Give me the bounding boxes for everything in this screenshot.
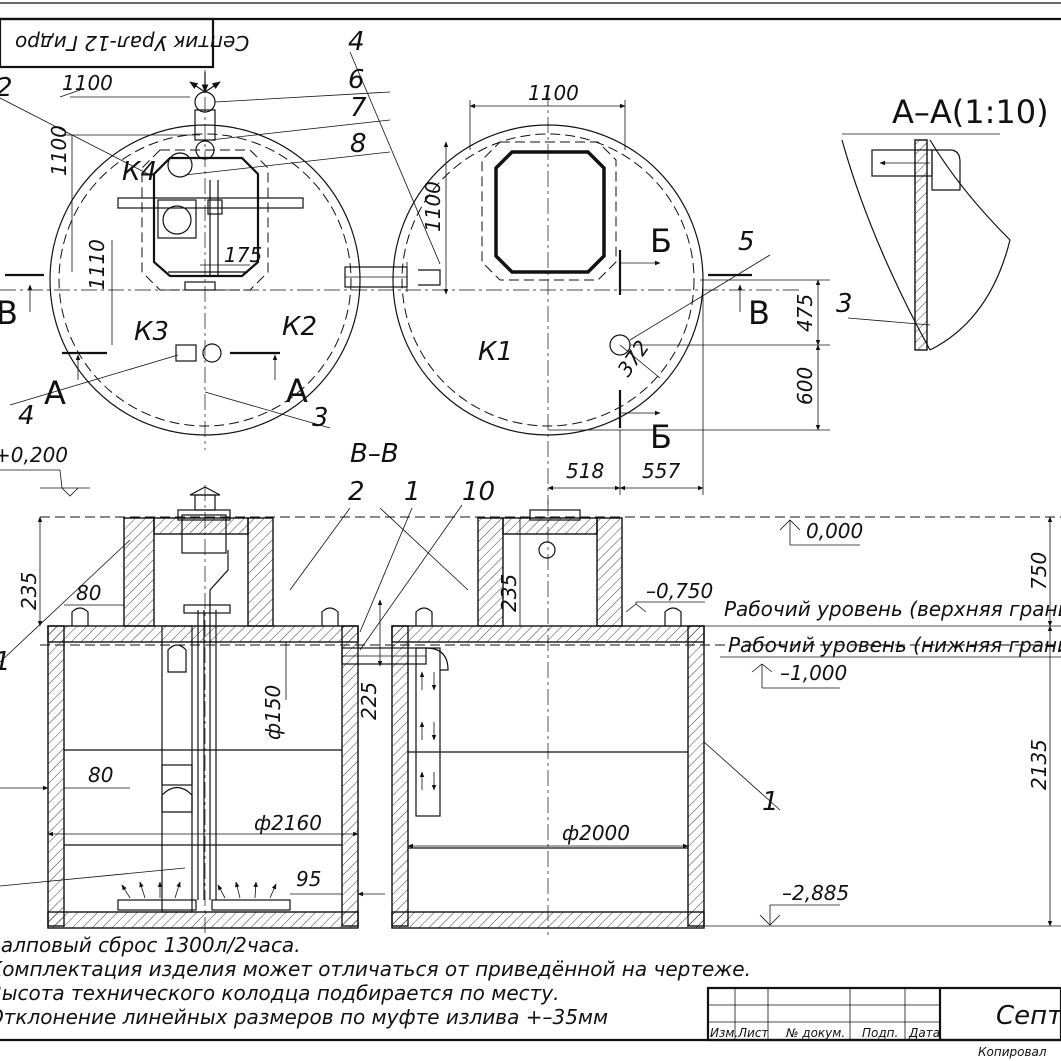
dim-225: 225 bbox=[357, 682, 381, 720]
callout-3-aa: 3 bbox=[836, 289, 853, 319]
level-work-top: Рабочий уровень (верхняя граница) bbox=[724, 597, 1061, 621]
callout-2-plan: 2 bbox=[0, 73, 13, 103]
note-2: Комплектация изделия может отличаться от… bbox=[0, 957, 751, 981]
level-minus1000: –1,000 bbox=[780, 661, 847, 685]
tb-list: Лист bbox=[737, 1026, 769, 1040]
callout-1-section-top: 1 bbox=[404, 477, 421, 507]
cut-letter-a-left: А bbox=[44, 374, 66, 412]
level-minus750: –0,750 bbox=[646, 579, 713, 603]
cut-letter-a-right: А bbox=[286, 372, 308, 410]
dim-1100-left-w: 1100 bbox=[62, 71, 113, 95]
cut-letter-v-right: В bbox=[748, 294, 770, 332]
dim-235-left: 235 bbox=[17, 572, 41, 610]
callout-1-right: 1 bbox=[762, 787, 779, 817]
section-aa-detail: А–А(1:10) 3 bbox=[836, 93, 1049, 351]
callout-8: 8 bbox=[350, 129, 367, 159]
level-plus200: +0,200 bbox=[0, 443, 68, 467]
tb-data: Дата bbox=[908, 1026, 940, 1040]
dim-600: 600 bbox=[793, 367, 817, 405]
dim-80-mid: 80 bbox=[88, 763, 113, 787]
callout-4-bottom: 4 bbox=[18, 401, 35, 431]
cut-letter-b-top: Б bbox=[650, 222, 672, 260]
callout-7: 7 bbox=[350, 93, 367, 123]
dim-2135: 2135 bbox=[1027, 739, 1051, 790]
dim-1110: 1110 bbox=[85, 239, 109, 290]
stamp-text: Септик Урал-12 Гидро bbox=[15, 31, 249, 55]
level-minus2885: –2,885 bbox=[782, 881, 849, 905]
dim-475: 475 bbox=[793, 294, 817, 332]
note-4: Отклонение линейных размеров по муфте из… bbox=[0, 1005, 608, 1029]
callout-4-top: 4 bbox=[348, 27, 365, 57]
dim-372: 372 bbox=[612, 336, 654, 381]
callout-2-section: 2 bbox=[348, 477, 365, 507]
cut-letter-v-left: В bbox=[0, 294, 18, 332]
plan-view: К4 К3 К2 К1 В В А А Б Б 1100 1100 1110 1… bbox=[0, 27, 830, 505]
dim-2160: ф2160 bbox=[254, 811, 322, 835]
section-aa-title: А–А(1:10) bbox=[892, 93, 1049, 131]
note-3: Высота технического колодца подбирается … bbox=[0, 981, 559, 1005]
cut-letter-b-bottom: Б bbox=[650, 418, 672, 456]
dim-1100-right-h: 1100 bbox=[421, 181, 445, 232]
tb-name: Септ bbox=[996, 1001, 1061, 1031]
dim-750: 750 bbox=[1027, 552, 1051, 590]
level-zero: 0,000 bbox=[806, 519, 863, 543]
callout-3-plan: 3 bbox=[312, 403, 329, 433]
dim-80-top: 80 bbox=[76, 581, 101, 605]
title-block: Изм. Лист № докум. Подп. Дата Септ Копир… bbox=[706, 986, 1061, 1059]
chamber-k2: К2 bbox=[282, 312, 317, 342]
note-1: Залповый сброс 1300л/2часа. bbox=[0, 933, 301, 957]
section-bb: В–В bbox=[0, 439, 1061, 935]
dim-518: 518 bbox=[566, 459, 604, 483]
callout-5: 5 bbox=[738, 227, 755, 257]
stamp-box: Септик Урал-12 Гидро bbox=[0, 17, 249, 69]
dim-235-right: 235 bbox=[497, 574, 521, 612]
level-work-bottom: Рабочий уровень (нижняя граница) bbox=[728, 633, 1061, 657]
tb-copied: Копировал bbox=[978, 1045, 1047, 1059]
chamber-k4: К4 bbox=[122, 157, 157, 187]
tb-izm: Изм. bbox=[710, 1026, 738, 1040]
callout-6: 6 bbox=[348, 65, 365, 95]
dim-1100-right-w: 1100 bbox=[528, 81, 579, 105]
dim-557: 557 bbox=[642, 459, 680, 483]
dim-175: 175 bbox=[224, 243, 262, 267]
chamber-k3: К3 bbox=[134, 317, 169, 347]
notes: Залповый сброс 1300л/2часа. Комплектация… bbox=[0, 933, 751, 1029]
dim-150: ф150 bbox=[261, 685, 285, 740]
dim-95: 95 bbox=[296, 867, 321, 891]
tb-doc: № докум. bbox=[785, 1026, 845, 1040]
callout-10: 10 bbox=[462, 477, 495, 507]
callout-1-left: 1 bbox=[0, 647, 11, 677]
dim-1100-left-h: 1100 bbox=[47, 125, 71, 176]
dim-2000: ф2000 bbox=[562, 821, 630, 845]
tb-podp: Подп. bbox=[862, 1026, 898, 1040]
section-bb-title: В–В bbox=[350, 439, 399, 469]
chamber-k1: К1 bbox=[478, 337, 513, 367]
